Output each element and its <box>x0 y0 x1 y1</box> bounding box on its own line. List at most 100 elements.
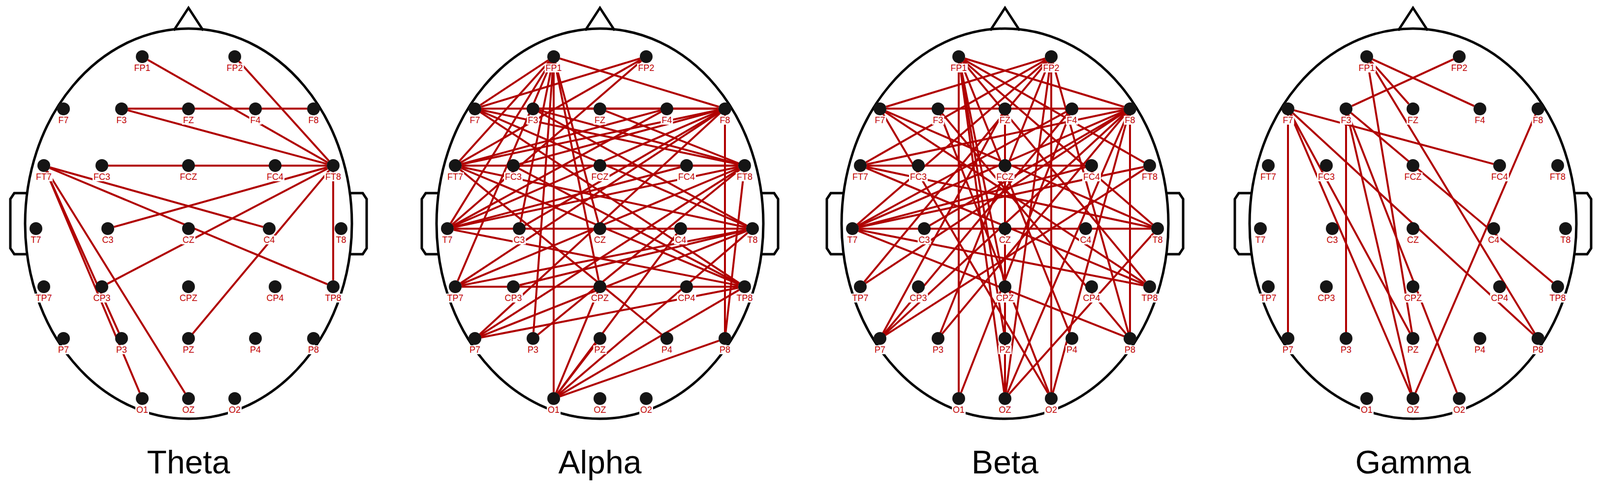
connectivity-line <box>114 167 328 227</box>
electrode-label: T8 <box>1559 235 1572 245</box>
band-name: Theta <box>5 445 372 478</box>
electrode: CZ <box>593 221 607 235</box>
band-name: Beta <box>821 445 1189 478</box>
electrode-label: FP2 <box>1041 63 1061 73</box>
electrode: FC4 <box>1493 158 1506 172</box>
connectivity-line <box>1372 59 1475 106</box>
electrode-label: P8 <box>718 345 732 354</box>
connectivity-line <box>961 114 1070 393</box>
electrode: T7 <box>440 221 454 235</box>
electrode: FC4 <box>680 158 693 172</box>
electrode-label: FC3 <box>503 172 523 182</box>
electrode-label: F8 <box>307 115 320 125</box>
electrode: OZ <box>593 391 607 405</box>
electrode: FCZ <box>182 158 195 172</box>
electrode-label: CZ <box>593 235 607 245</box>
electrode: CZ <box>182 221 195 235</box>
connectivity-line <box>929 111 1125 226</box>
electrode: TP8 <box>1143 280 1157 293</box>
electrode-label: CPZ <box>995 293 1015 303</box>
electrode: FCZ <box>998 158 1012 172</box>
connectivity-line <box>519 168 740 284</box>
electrode-label: FC4 <box>265 172 285 182</box>
electrode: FP1 <box>952 50 966 63</box>
electrode-label: FT7 <box>851 172 870 182</box>
electrode: TP7 <box>448 280 462 293</box>
electrode-label: TP8 <box>1548 293 1567 303</box>
electrode: P3 <box>931 331 945 345</box>
connectivity-line <box>480 168 740 335</box>
connectivity-line <box>882 114 1003 333</box>
electrode: CZ <box>1406 221 1420 235</box>
electrode-label: FC3 <box>1317 172 1336 182</box>
electrode-label: TP7 <box>34 293 53 303</box>
electrode: O2 <box>228 391 242 405</box>
electrode: FC4 <box>1085 158 1099 172</box>
electrode: F7 <box>1281 102 1295 116</box>
electrode: FC4 <box>268 158 282 172</box>
electrode: F8 <box>718 102 732 116</box>
electrode-label: T7 <box>29 235 42 245</box>
electrode: O2 <box>639 391 653 405</box>
scalp-map: BetaFP1FP2F7F3FZF4F8FT7FC3FCZFC4FT8T7C3C… <box>821 3 1189 497</box>
electrode-label: P3 <box>1339 345 1353 354</box>
electrode: F7 <box>57 102 70 116</box>
electrode-label: F8 <box>1123 115 1136 125</box>
electrode-label: T8 <box>1151 235 1164 245</box>
electrode-label: F3 <box>1339 115 1352 125</box>
connectivity-line <box>461 167 739 284</box>
electrode: PZ <box>182 331 195 345</box>
electrode-label: F4 <box>660 115 673 125</box>
electrode: FC3 <box>911 158 925 172</box>
electrode-label: P3 <box>526 345 540 354</box>
connectivity-line <box>480 230 747 337</box>
electrode-label: F3 <box>526 115 539 125</box>
electrode-label: T7 <box>846 235 859 245</box>
connectivity-line <box>107 168 328 284</box>
electrode-label: C4 <box>1078 235 1093 245</box>
electrode: PZ <box>593 331 607 345</box>
electrode-label: O1 <box>1359 405 1374 414</box>
electrode-label: P7 <box>57 345 70 354</box>
electrode: FT8 <box>738 158 752 172</box>
electrode-label: O2 <box>1044 405 1059 414</box>
electrode-label: CPZ <box>1403 293 1423 303</box>
electrode: FC3 <box>1319 158 1333 172</box>
electrode: CP4 <box>680 280 693 293</box>
electrode: P7 <box>1281 331 1295 345</box>
electrode: P4 <box>1065 331 1079 345</box>
connectivity-line <box>1009 233 1154 394</box>
electrode-label: O2 <box>639 405 654 414</box>
electrode-label: PZ <box>1406 345 1420 354</box>
connectivity-line <box>539 107 719 110</box>
electrode: F8 <box>1123 102 1137 116</box>
electrode-label: F7 <box>873 115 886 125</box>
electrode-label: PZ <box>593 345 607 354</box>
electrode: F4 <box>660 102 674 116</box>
electrode-label: FP1 <box>132 63 152 73</box>
connectivity-line <box>866 164 1086 167</box>
connectivity-line <box>47 170 186 393</box>
electrode-label: C4 <box>262 235 276 245</box>
electrode: F3 <box>526 102 540 116</box>
connectivity-line <box>866 166 1152 228</box>
electrode-label: FCZ <box>590 172 610 182</box>
electrode-label: F4 <box>1473 115 1486 125</box>
connectivity-line <box>49 167 328 284</box>
electrode: P3 <box>1339 331 1353 345</box>
electrode: O2 <box>1044 391 1058 405</box>
connectivity-line <box>1367 62 1412 333</box>
electrode: FT7 <box>853 158 867 172</box>
electrode-label: FC3 <box>92 172 112 182</box>
electrode-label: O1 <box>135 405 150 414</box>
electrode-label: TP7 <box>445 293 465 303</box>
electrode-label: P8 <box>1531 345 1545 354</box>
electrode: P3 <box>115 331 128 345</box>
electrode-label: P3 <box>115 345 128 354</box>
connectivity-line <box>883 113 1068 334</box>
electrode: C4 <box>1079 221 1093 235</box>
electrode: CZ <box>998 221 1012 235</box>
electrode-label: OZ <box>593 405 608 414</box>
electrode-label: TP8 <box>323 293 343 303</box>
